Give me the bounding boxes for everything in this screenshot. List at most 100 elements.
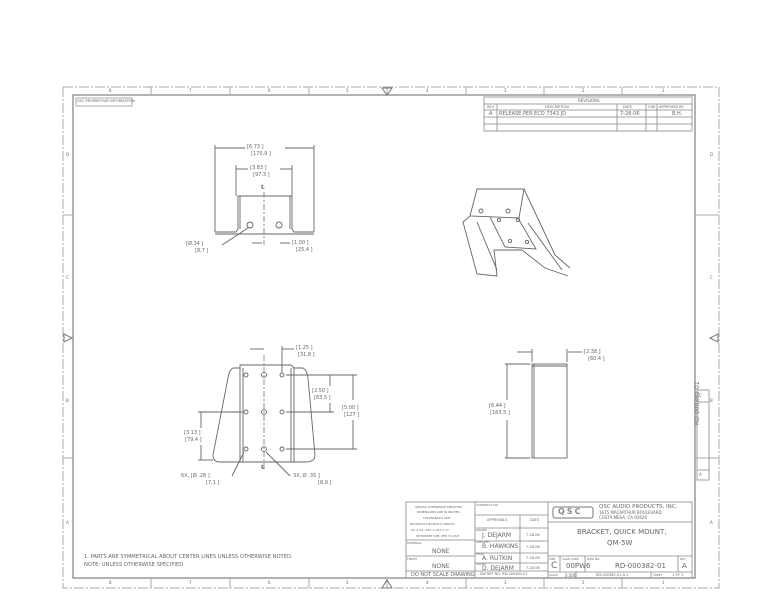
rev-header-description: DESCRIPTION <box>545 105 569 109</box>
sheet-value: 1 OF 1 <box>672 573 684 577</box>
sheet-label: SHEET <box>653 573 663 577</box>
side-size: C <box>699 393 702 398</box>
bottom-callout-small-mm: [7,1 ] <box>206 480 220 486</box>
zone-col-7: 7 <box>189 88 192 93</box>
isometric-view <box>462 188 571 277</box>
tolerance-line-6: INTERPRET DIM. PER Y14.5M <box>416 534 460 538</box>
zone-row-b-right: B <box>710 398 713 403</box>
bottom-dim-row-mm: [63,5 ] <box>314 395 331 401</box>
side-drawing-number: RD-000382-01 <box>694 381 701 425</box>
zone-col-3: 3 <box>504 88 507 93</box>
bottom-callout-large-mm: [8,9 ] <box>318 480 332 486</box>
qsc-logo: QSC <box>558 507 583 516</box>
company-name: QSC AUDIO PRODUCTS, INC. <box>599 504 678 510</box>
cage-code-label: CAGE CODE <box>562 557 579 561</box>
engr-date: 7-28-06 <box>526 556 540 560</box>
side-view <box>505 349 582 459</box>
size-label: SIZE <box>549 557 556 561</box>
tolerance-line-4: DECIMALS DECIMALS ANGLES <box>410 522 455 526</box>
front-dim-inner-mm: [97,3 ] <box>253 172 270 178</box>
zone-row-a: A <box>66 520 69 525</box>
title-block-lines <box>405 389 710 579</box>
front-centerline-symbol: ℄ <box>261 184 265 191</box>
file-name: RD-000382-01.A.1 <box>596 573 629 577</box>
zone-row-c-right: C <box>710 275 713 280</box>
bottom-centerline-symbol: ℄ <box>261 464 265 471</box>
issued-name: D. DEJARM <box>482 565 514 572</box>
approvals-header: APPROVALS <box>487 518 508 522</box>
zone-col-1-bottom: 1 <box>662 580 665 585</box>
rev-row-date: 7-28-06 <box>620 111 640 117</box>
bottom-dim-spacing: [1.25 ] <box>296 345 313 351</box>
rev-label: REV <box>680 557 686 561</box>
tolerance-line-3: TOLERANCES ARE: <box>423 516 451 520</box>
bottom-dim-spacing-mm: [31,8 ] <box>298 352 315 358</box>
company-address-1: 1675 MACARTHUR BOULEVARD <box>599 510 662 515</box>
zone-row-a-right: A <box>710 520 713 525</box>
rev-header-approved: APPROVED BY <box>659 105 684 109</box>
zone-col-7-bottom: 7 <box>189 580 192 585</box>
bottom-dim-height-mm: [79,4 ] <box>185 437 202 443</box>
bottom-view <box>198 346 357 477</box>
company-address-2: COSTA MESA, CA 92626 <box>599 515 648 520</box>
front-hole-spacing-mm: [25,4 ] <box>296 247 313 253</box>
zone-row-d-right: D <box>710 152 714 157</box>
material-label: MATERIAL <box>407 541 422 545</box>
zone-col-5-bottom: 5 <box>346 580 349 585</box>
engr-name: A. RUTKIN <box>482 555 513 562</box>
bottom-dim-row: [2.50 ] <box>312 388 329 394</box>
bottom-callout-small: 6X, [Ø .28 ] <box>181 473 210 479</box>
bottom-dim-total: [5.00 ] <box>342 405 359 411</box>
material-value: NONE <box>432 548 450 555</box>
note-line-2: NOTE: UNLESS OTHERWISE SPECIFIED <box>84 562 184 568</box>
zone-col-6: 6 <box>268 88 271 93</box>
tolerance-line-1: UNLESS OTHERWISE SPECIFIED <box>415 505 463 509</box>
do-not-scale-note: DO NOT SCALE DRAWING <box>411 572 475 578</box>
front-hole-spacing: [1.00 ] <box>292 240 309 246</box>
rev-header-date: DATE <box>623 105 633 109</box>
zone-row-d: D <box>66 152 70 157</box>
front-dim-inner: [3.83 ] <box>250 165 267 171</box>
rev-header-chk: CHK <box>648 105 656 109</box>
issued-label: ISSUED <box>476 562 487 566</box>
engr-label: ENGR <box>476 552 484 556</box>
scale-value: 0.500 <box>565 573 577 578</box>
tolerance-line-2: DIMENSIONS ARE IN INCHES <box>417 510 460 514</box>
bottom-callout-large: 3X, Ø .35 ] <box>293 473 320 479</box>
zone-col-6-bottom: 6 <box>268 580 271 585</box>
front-hole-callout-mm: [8,7 ] <box>195 248 209 254</box>
rev-row-approved: B.H. <box>672 111 683 117</box>
side-dim-width-mm: [60,4 ] <box>588 356 605 362</box>
rev-row-description: RELEASE PER ECO 7343 JD <box>499 111 566 117</box>
checked-label: CHECKED <box>476 540 490 544</box>
side-dim-height-mm: [163,5 ] <box>490 410 510 416</box>
zone-col-4-bottom: 4 <box>426 580 429 585</box>
zone-col-3-bottom: 3 <box>504 580 507 585</box>
issued-date: 7-28-06 <box>526 566 540 570</box>
checked-date: 7-28-06 <box>526 545 540 549</box>
zone-col-5: 5 <box>346 88 349 93</box>
zone-col-4: 4 <box>426 88 429 93</box>
drawn-date: 7-28-06 <box>526 533 540 537</box>
side-dim-width: [2.38 ] <box>584 349 601 355</box>
front-dim-overall-mm: [170,9 ] <box>251 151 271 157</box>
side-rev: A <box>699 472 702 477</box>
drawing-title-line-2: QM-5W <box>607 539 633 547</box>
contract-label: CONTRACT NO. <box>476 503 499 507</box>
zone-col-2-bottom: 2 <box>582 580 585 585</box>
side-dim-height: [6.44 ] <box>489 403 506 409</box>
sw-ref-number: SW REF NO: RD-000382-01 <box>480 572 528 576</box>
zone-col-2: 2 <box>582 88 585 93</box>
finish-value: NONE <box>432 563 450 570</box>
revision-table-lines <box>483 96 693 132</box>
rev-value: A <box>682 562 687 570</box>
rev-row-rev: A <box>489 111 493 117</box>
dwg-no-label: DWG NO. <box>587 557 601 561</box>
front-hole-callout: [Ø.34 ] <box>186 241 204 247</box>
zone-col-1: 1 <box>662 88 665 93</box>
checked-name: B. HAWKINS <box>482 543 519 550</box>
approvals-date-header: DATE <box>530 518 540 522</box>
zone-col-8: 8 <box>109 88 112 93</box>
zone-col-8-bottom: 8 <box>109 580 112 585</box>
